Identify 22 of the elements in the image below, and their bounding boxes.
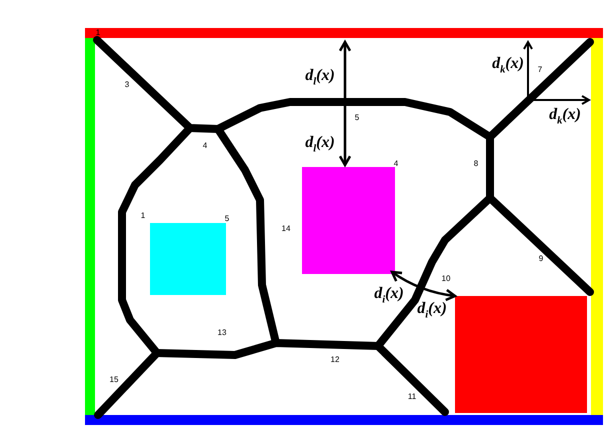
region-number: 12 — [330, 356, 340, 364]
region-number: 11 — [408, 393, 416, 401]
distance-label: d$_{k}$(x) — [549, 107, 581, 127]
region-number: 4 — [202, 142, 208, 150]
region-number: 13 — [218, 329, 226, 337]
region-number: 4 — [394, 160, 398, 168]
distance-label: d$_{l}$(x) — [305, 135, 335, 155]
region-number: 7 — [538, 66, 542, 74]
distance-label: d$_{k}$(x) — [492, 56, 524, 76]
region-number: 14 — [282, 225, 290, 233]
region-number: 9 — [538, 255, 544, 263]
region-number: 1 — [140, 212, 146, 220]
region-number: 10 — [442, 275, 450, 283]
region-number: 1 — [96, 29, 100, 37]
region-number: 3 — [124, 81, 130, 89]
distance-label: d$_{i}$(x) — [374, 286, 404, 306]
distance-label: d$_{l}$(x) — [305, 68, 335, 88]
region-number: 15 — [110, 376, 118, 384]
region-number: 8 — [474, 160, 478, 168]
distance-label: d$_{i}$(x) — [417, 301, 447, 321]
region-number: 5 — [354, 114, 360, 122]
region-number: 5 — [224, 215, 230, 223]
